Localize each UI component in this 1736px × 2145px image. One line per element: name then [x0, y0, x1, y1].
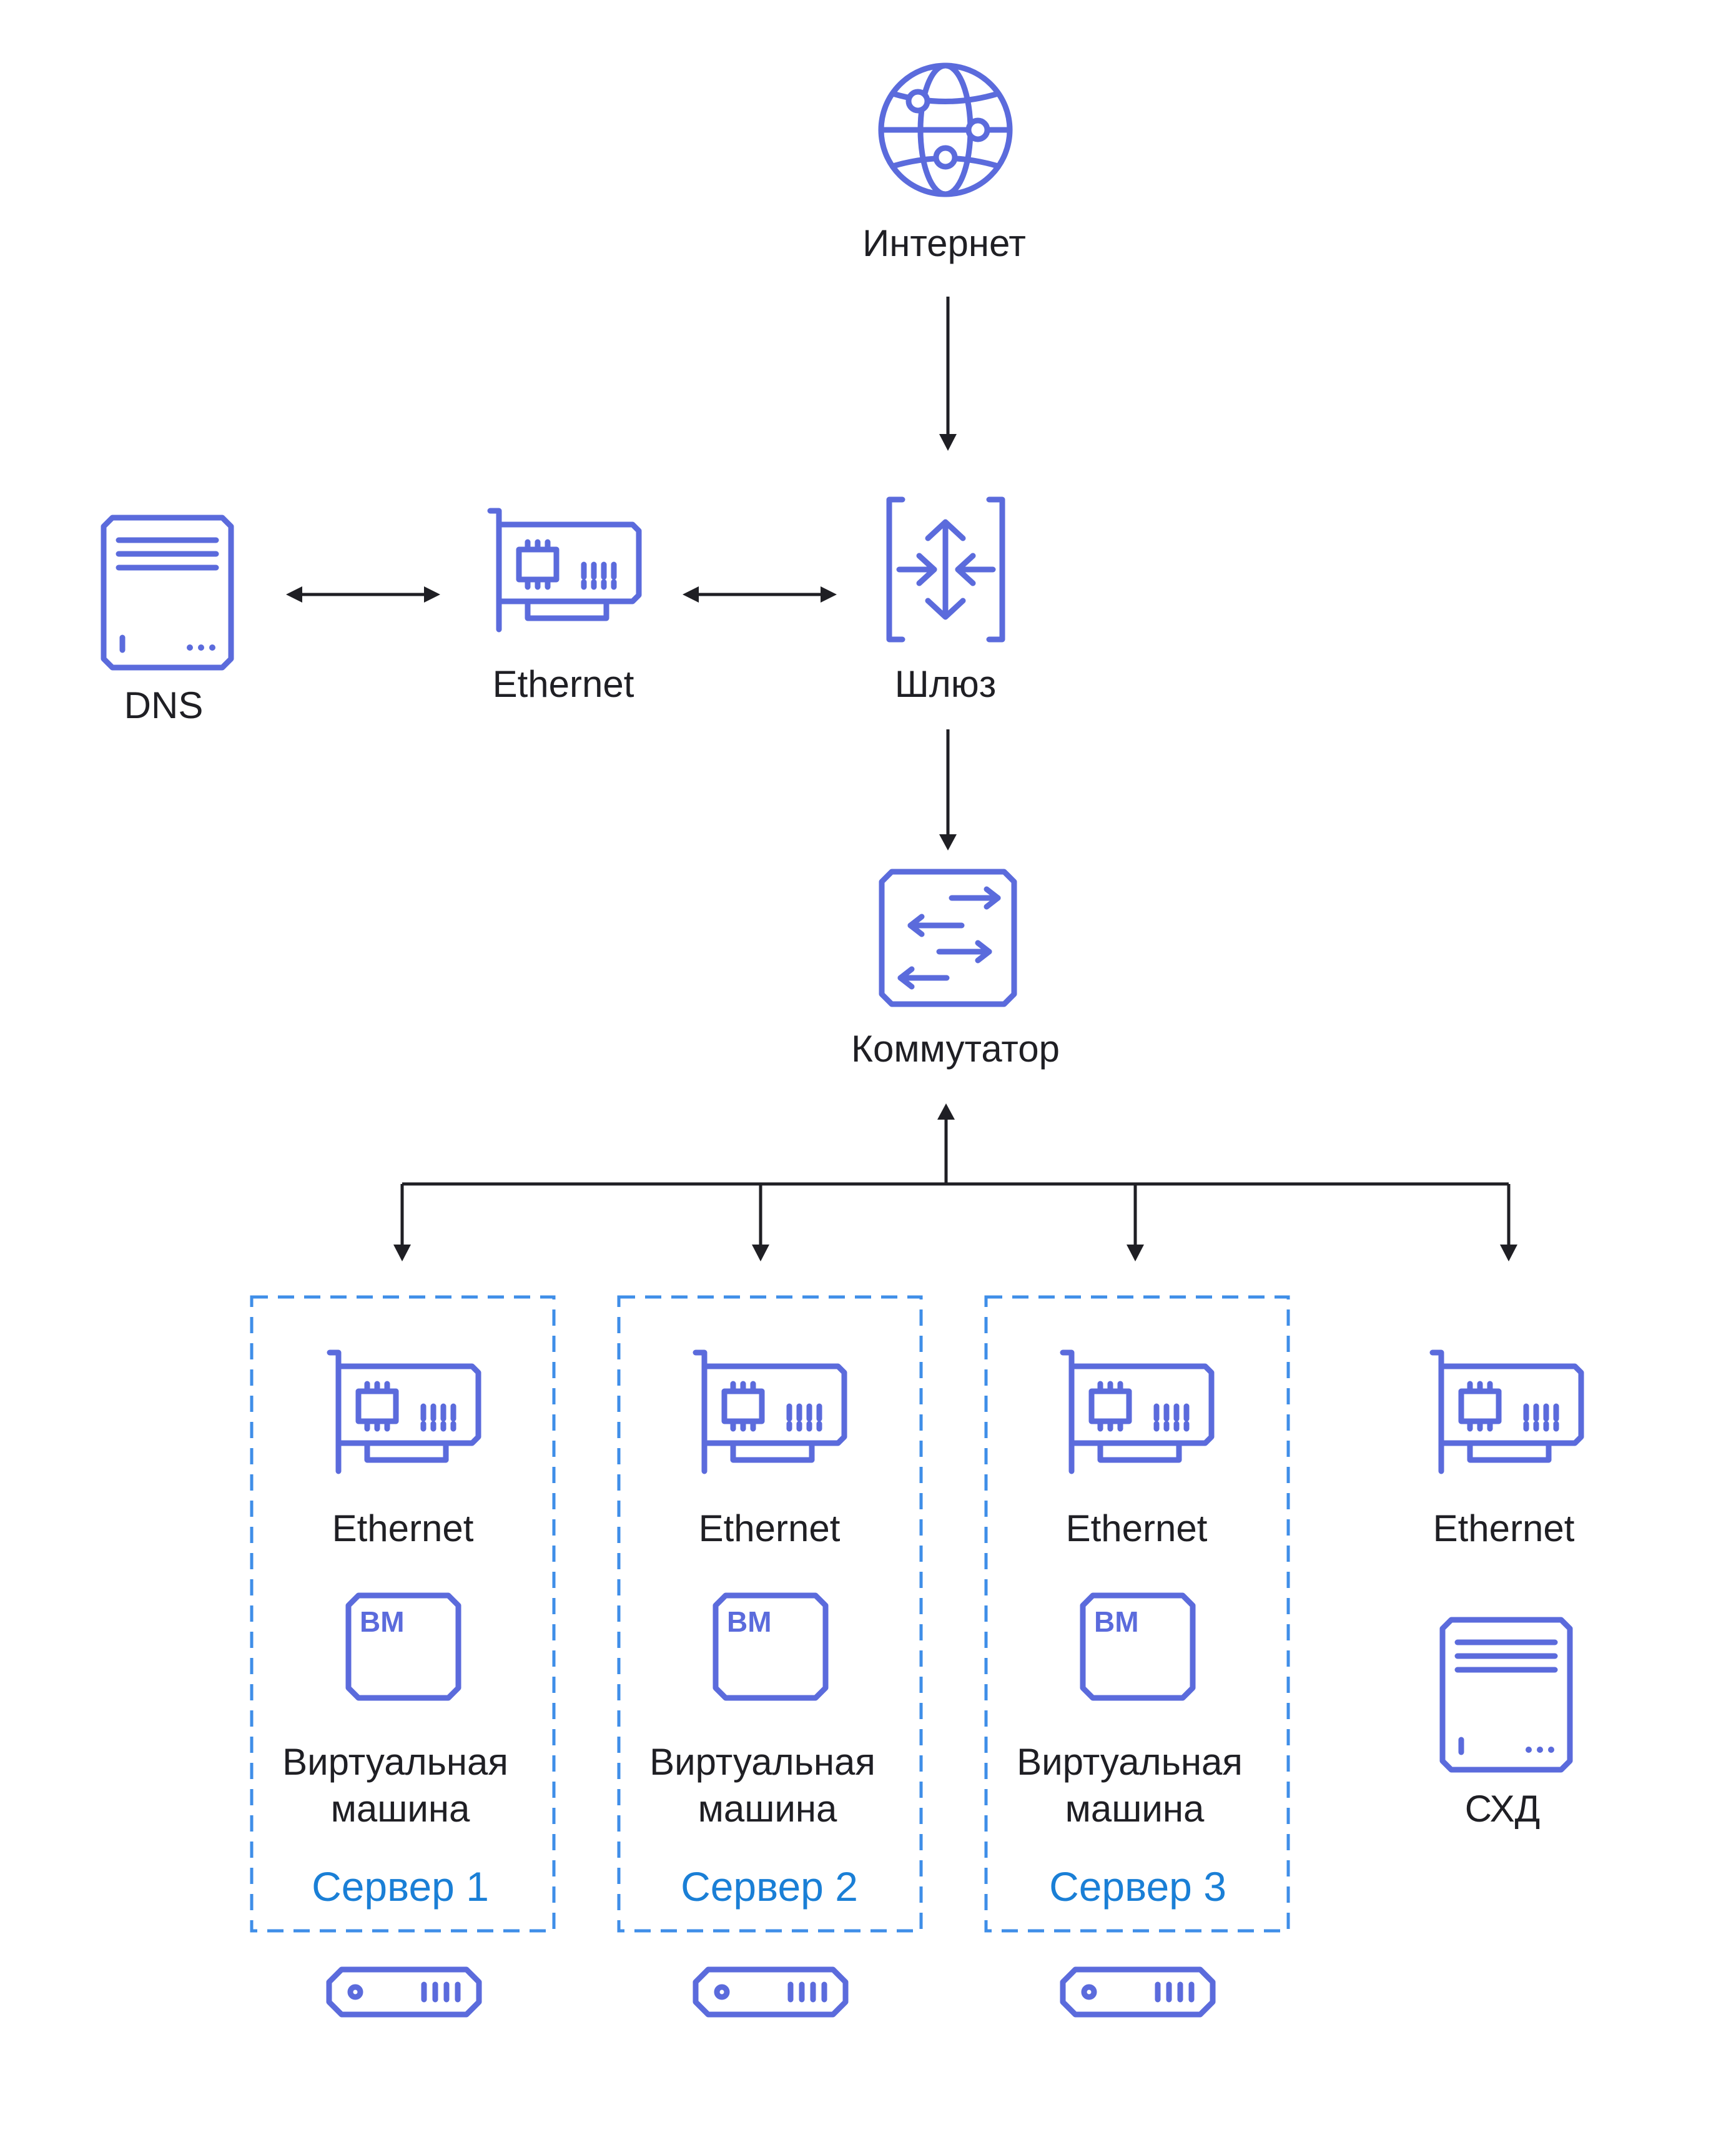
vm-label-line2: машина: [331, 1788, 470, 1830]
connector-internet-gateway: [939, 297, 957, 451]
vm-label-line2: машина: [1065, 1788, 1205, 1830]
server-1: Ethernet ВМ Виртуальная машина Сервер 1: [250, 1295, 556, 1933]
ethernet-card-icon: [696, 1353, 844, 1471]
server-frame: [617, 1295, 923, 1933]
ethernet-card-icon: [1063, 1353, 1211, 1471]
storage-icon: [1443, 1620, 1570, 1770]
ethernet-label: Ethernet: [1066, 1507, 1208, 1549]
server-title: Сервер 3: [1049, 1863, 1226, 1910]
vm-label-line2: машина: [698, 1788, 837, 1830]
switch-label: Коммутатор: [851, 1028, 1060, 1070]
connector-gateway-switch: [939, 729, 957, 851]
globe-icon: [878, 62, 1013, 197]
vm-badge: ВМ: [727, 1605, 772, 1638]
rack-server-icon: [1063, 1970, 1213, 2014]
ethernet-label: Ethernet: [699, 1507, 841, 1549]
vm-badge: ВМ: [360, 1605, 405, 1638]
vm-label-line1: Виртуальная: [282, 1741, 508, 1783]
ethernet-label: Ethernet: [332, 1507, 474, 1549]
ethernet-card-icon: [490, 511, 639, 629]
vm-badge: ВМ: [1094, 1605, 1139, 1638]
storage-ethernet-label: Ethernet: [1433, 1507, 1575, 1549]
switch-icon: [879, 869, 1017, 1007]
server-2: Ethernet ВМ Виртуальная машина Сервер 2: [617, 1295, 923, 1933]
rack-server-icon: [696, 1970, 846, 2014]
ethernet-card-icon: [1433, 1353, 1581, 1471]
gateway-label: Шлюз: [895, 663, 997, 705]
connector-switch-tree: [393, 1103, 1517, 1261]
vm-label-line1: Виртуальная: [1017, 1741, 1243, 1783]
connector-ethernet-gateway: [683, 586, 837, 603]
gateway-icon: [886, 496, 1005, 643]
rack-server-icon: [329, 1970, 479, 2014]
server-title: Сервер 1: [312, 1863, 489, 1910]
server-title: Сервер 2: [681, 1863, 858, 1910]
ethernet-top-label: Ethernet: [493, 663, 634, 705]
dns-label: DNS: [124, 684, 204, 726]
server-3: Ethernet ВМ Виртуальная машина Сервер 3: [984, 1295, 1290, 1933]
connector-dns-ethernet: [286, 586, 440, 603]
server-frame: [984, 1295, 1290, 1933]
vm-label-line1: Виртуальная: [649, 1741, 875, 1783]
server-frame: [250, 1295, 556, 1933]
dns-server-icon: [104, 518, 231, 668]
internet-label: Интернет: [862, 222, 1026, 264]
ethernet-card-icon: [330, 1353, 478, 1471]
storage-label: СХД: [1465, 1788, 1541, 1830]
